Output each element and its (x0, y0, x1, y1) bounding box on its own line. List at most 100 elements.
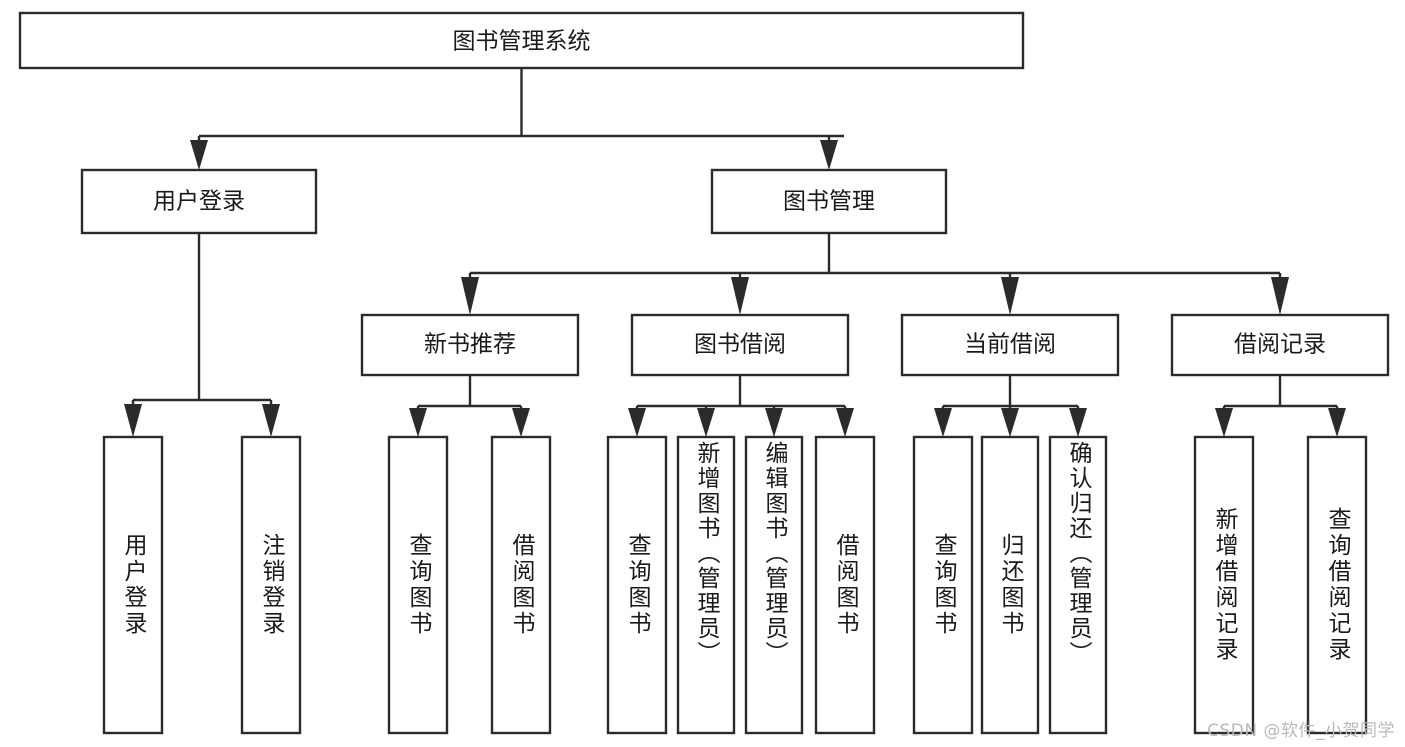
node-records[interactable]: 借阅记录 (1170, 313, 1390, 377)
leaf-label-host-4: 借阅图书 (508, 533, 534, 637)
leaf-label-host-8: 借阅图书 (832, 533, 858, 637)
node-leaf-add-book-label: 新增图书（管理员） (693, 441, 719, 666)
node-leaf-query-record-label: 查询借阅记录 (1324, 507, 1350, 663)
leaf-label-host-2: 注销登录 (258, 533, 284, 637)
node-root-label: 图书管理系统 (453, 29, 591, 55)
node-leaf-logout-box[interactable] (240, 435, 302, 735)
node-leaf-query-record[interactable] (1306, 435, 1368, 735)
node-bookmgmt[interactable]: 图书管理 (710, 168, 948, 235)
node-leaf-return-book-box[interactable] (980, 435, 1040, 735)
arrow-head-bookmgmt (820, 140, 838, 170)
node-root[interactable]: 图书管理系统 (18, 11, 1025, 70)
node-borrow-box[interactable] (630, 313, 850, 377)
leaf-label-host-1: 用户登录 (120, 533, 146, 637)
node-leaf-borrow-book-1-box[interactable] (490, 435, 552, 735)
node-records-box[interactable] (1170, 313, 1390, 377)
leaf-label-host-10: 归还图书 (997, 533, 1023, 637)
node-leaf-query-record-box[interactable] (1306, 435, 1368, 735)
node-leaf-add-record-label: 新增借阅记录 (1211, 507, 1237, 663)
node-leaf-borrow-book-2[interactable] (814, 435, 876, 735)
connector-group-borrow-to-leaves (628, 375, 854, 437)
node-leaf-return-book[interactable] (980, 435, 1040, 735)
node-bookmgmt-box[interactable] (710, 168, 948, 235)
node-leaf-query-book-2-box[interactable] (606, 435, 668, 735)
arrow-head-leaf7 (765, 408, 783, 437)
node-leaf-query-book-2-label: 查询图书 (624, 533, 650, 637)
arrow-head-records (1271, 277, 1289, 315)
leaf-label-host-13: 查询借阅记录 (1324, 507, 1350, 663)
node-leaf-query-book-3-box[interactable] (912, 435, 974, 735)
arrow-head-leaf9 (934, 408, 952, 437)
arrow-head-borrow (731, 277, 749, 315)
leaf-label-host-5: 查询图书 (624, 533, 650, 637)
arrow-head-login (190, 140, 208, 170)
node-borrow-label: 图书借阅 (694, 332, 786, 358)
node-leaf-add-record[interactable] (1193, 435, 1255, 735)
node-leaf-borrow-book-2-label: 借阅图书 (832, 533, 858, 637)
node-leaf-query-book-1-box[interactable] (387, 435, 449, 735)
node-leaf-user-login-box[interactable] (102, 435, 164, 735)
node-borrow[interactable]: 图书借阅 (630, 313, 850, 377)
node-current[interactable]: 当前借阅 (900, 313, 1120, 377)
node-leaf-confirm-return-box[interactable] (1048, 435, 1108, 735)
arrow-head-leaf2 (262, 404, 280, 437)
node-leaf-borrow-book-1-label: 借阅图书 (508, 533, 534, 637)
arrow-head-leaf4 (512, 408, 530, 437)
arrow-head-leaf3 (409, 408, 427, 437)
node-leaf-return-book-label: 归还图书 (997, 533, 1023, 637)
node-bookmgmt-label: 图书管理 (783, 189, 875, 215)
leaf-label-host-12: 新增借阅记录 (1211, 507, 1237, 663)
node-leaf-logout[interactable] (240, 435, 302, 735)
node-leaf-add-record-box[interactable] (1193, 435, 1255, 735)
node-leaf-borrow-book-2-box[interactable] (814, 435, 876, 735)
node-leaf-confirm-return[interactable] (1048, 435, 1108, 735)
node-leaf-edit-book-box[interactable] (744, 435, 804, 735)
node-current-label: 当前借阅 (964, 332, 1056, 358)
node-leaf-add-book[interactable] (676, 435, 736, 735)
node-newbook-box[interactable] (360, 313, 580, 377)
node-leaf-edit-book-label: 编辑图书（管理员） (761, 441, 787, 666)
connector-group-current-to-leaves (934, 375, 1087, 437)
connector-group-bookmgmt-to-level3 (461, 233, 1289, 315)
arrow-head-leaf13 (1328, 408, 1346, 437)
leaf-label-host-9: 查询图书 (930, 533, 956, 637)
node-current-box[interactable] (900, 313, 1120, 377)
node-leaf-query-book-3[interactable] (912, 435, 974, 735)
connector-group-root-to-level2 (190, 68, 844, 170)
leaf-label-host-6: 新增图书（管理员） (693, 441, 719, 666)
node-leaf-user-login-label: 用户登录 (120, 533, 146, 637)
node-leaf-query-book-3-label: 查询图书 (930, 533, 956, 637)
node-leaf-query-book-1-label: 查询图书 (405, 533, 431, 637)
node-records-label: 借阅记录 (1234, 332, 1326, 358)
arrow-head-leaf12 (1215, 408, 1233, 437)
leaf-label-host-3: 查询图书 (405, 533, 431, 637)
arrow-head-newbook (461, 277, 479, 315)
node-newbook-label: 新书推荐 (424, 332, 516, 358)
arrow-head-leaf8 (836, 408, 854, 437)
node-leaf-edit-book[interactable] (744, 435, 804, 735)
arrow-head-current (1001, 277, 1019, 315)
node-root-box[interactable] (18, 11, 1025, 70)
node-leaf-borrow-book-1[interactable] (490, 435, 552, 735)
arrow-head-leaf5 (628, 408, 646, 437)
connector-group-newbook-to-leaves (409, 375, 530, 437)
arrow-head-leaf11 (1069, 408, 1087, 437)
leaf-label-host-7: 编辑图书（管理员） (761, 441, 787, 666)
node-leaf-logout-label: 注销登录 (258, 533, 284, 637)
node-leaf-add-book-box[interactable] (676, 435, 736, 735)
arrow-head-leaf1 (124, 404, 142, 437)
node-leaf-user-login[interactable] (102, 435, 164, 735)
node-leaf-confirm-return-label: 确认归还（管理员） (1065, 441, 1091, 666)
node-login-label: 用户登录 (153, 189, 245, 215)
connector-group-records-to-leaves (1215, 375, 1346, 437)
arrow-head-leaf10 (1001, 408, 1019, 437)
arrow-head-leaf6 (697, 408, 715, 437)
node-leaf-query-book-2[interactable] (606, 435, 668, 735)
node-leaf-query-book-1[interactable] (387, 435, 449, 735)
node-login-box[interactable] (80, 168, 318, 235)
node-login[interactable]: 用户登录 (80, 168, 318, 235)
leaf-label-host-11: 确认归还（管理员） (1065, 441, 1091, 666)
node-newbook[interactable]: 新书推荐 (360, 313, 580, 377)
